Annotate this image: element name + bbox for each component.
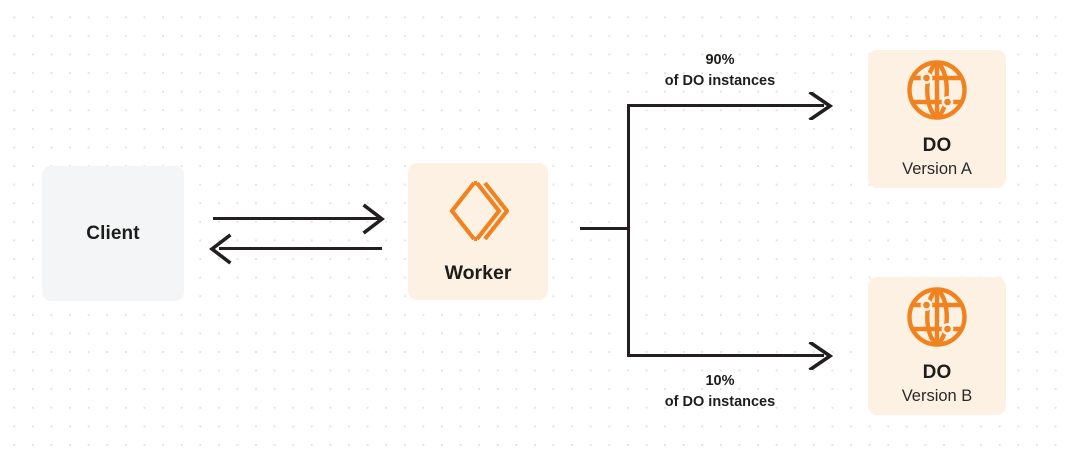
edge-label-worker-to-do-b-caption: of DO instances: [664, 394, 776, 411]
edge-worker-to-do-a-line: [627, 104, 824, 108]
edge-worker-branch-stub: [580, 227, 630, 231]
edge-worker-to-client-arrowhead: [205, 233, 233, 265]
edge-worker-to-client-line: [219, 247, 382, 251]
node-do-version-b-sublabel: Version B: [901, 386, 973, 405]
edge-worker-to-do-b-line: [627, 354, 824, 358]
edge-worker-to-do-a-arrowhead: [806, 90, 836, 122]
node-client[interactable]: Client: [42, 166, 184, 301]
node-worker[interactable]: Worker: [408, 163, 548, 300]
edge-label-worker-to-do-b: 10% of DO instances: [608, 371, 832, 413]
node-worker-label: Worker: [444, 262, 512, 284]
globe-icon: [906, 59, 968, 121]
edge-label-worker-to-do-a-caption: of DO instances: [664, 73, 776, 90]
node-do-version-b[interactable]: DO Version B: [868, 277, 1006, 415]
edge-label-worker-to-do-a-percent: 90%: [705, 52, 735, 68]
edge-worker-to-do-b-arrowhead: [806, 340, 836, 372]
node-client-label: Client: [86, 222, 140, 244]
edge-label-worker-to-do-b-percent: 10%: [705, 373, 735, 389]
node-do-version-a[interactable]: DO Version A: [868, 50, 1006, 188]
globe-icon: [906, 286, 968, 348]
node-do-version-a-sublabel: Version A: [902, 159, 972, 178]
cloudflare-workers-icon: [447, 178, 510, 244]
edge-label-worker-to-do-a: 90% of DO instances: [608, 50, 832, 92]
edge-client-to-worker-line: [213, 217, 381, 221]
edge-worker-branch-trunk: [627, 104, 631, 357]
node-do-version-a-label: DO: [922, 135, 952, 157]
edge-client-to-worker-arrowhead: [361, 203, 389, 235]
node-do-version-b-label: DO: [922, 362, 952, 384]
